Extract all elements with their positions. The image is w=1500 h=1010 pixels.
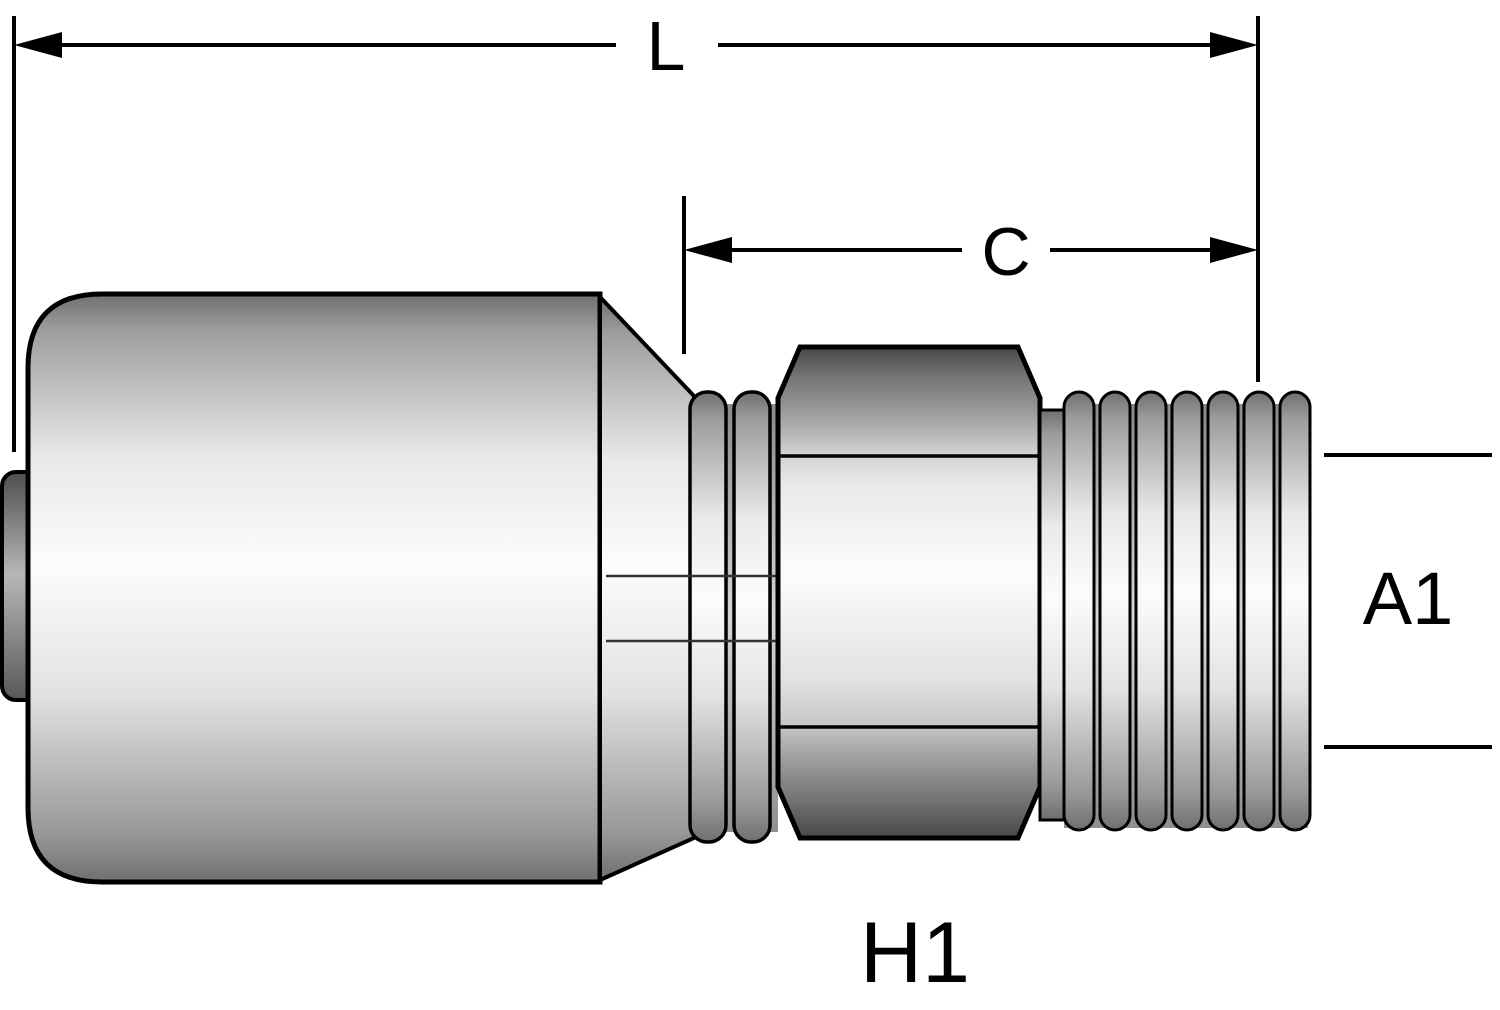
taper-cone bbox=[598, 291, 696, 884]
thread-crest bbox=[1098, 390, 1132, 832]
hex-facet-top-shade bbox=[778, 347, 1040, 456]
arrowhead-right-icon bbox=[1210, 32, 1258, 58]
collar-ring bbox=[688, 390, 728, 844]
label-H1: H1 bbox=[860, 905, 970, 1001]
thread-crest bbox=[1170, 390, 1204, 832]
thread-crest bbox=[1206, 390, 1240, 832]
thread-crest bbox=[1134, 390, 1168, 832]
collar-ring bbox=[732, 390, 772, 844]
thread-crest bbox=[1278, 390, 1312, 832]
thread-crest bbox=[1062, 390, 1096, 832]
label-L: L bbox=[647, 7, 686, 85]
label-C: C bbox=[981, 214, 1030, 290]
arrowhead-right-icon bbox=[1210, 237, 1258, 263]
hex-facet-bottom-shade bbox=[778, 727, 1040, 838]
crimp-socket bbox=[25, 291, 603, 885]
thread-neck bbox=[1038, 408, 1066, 822]
label-A1: A1 bbox=[1363, 557, 1454, 640]
thread-crest bbox=[1242, 390, 1276, 832]
arrowhead-left-icon bbox=[684, 237, 732, 263]
arrowhead-left-icon bbox=[14, 32, 62, 58]
